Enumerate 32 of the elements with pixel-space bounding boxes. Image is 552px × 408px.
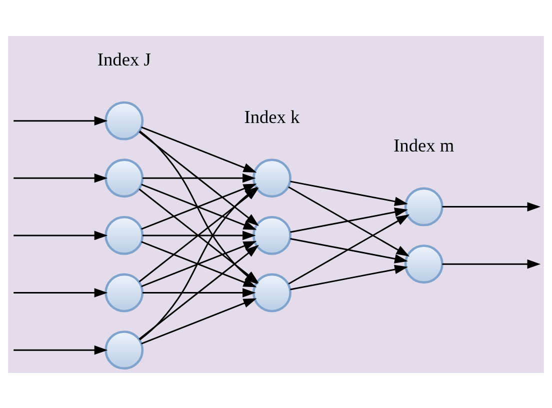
node-circle [252,158,292,198]
arrow [290,264,408,290]
arrow [442,202,541,211]
arrow [141,183,257,230]
arrow [288,186,410,256]
arrow [14,344,108,354]
node-circle [104,100,144,140]
label: Index m [394,135,454,156]
arrow [290,207,408,232]
node-circle [104,272,144,312]
arrow [288,214,410,284]
arrow [290,238,408,263]
node-circle [104,330,144,370]
node-circle [252,215,292,254]
node-circle [404,244,444,284]
arrow [142,172,256,182]
node-circle [404,186,444,226]
arrow [442,258,541,268]
node-circle [252,272,292,312]
label: Index k [244,106,300,126]
node-circle [104,215,144,254]
arrow [141,298,257,344]
arrow [142,230,256,240]
arrow [141,126,257,172]
label: Index J [97,49,151,70]
arrow [14,288,108,297]
arrow [14,230,108,240]
node-circle [104,158,144,198]
arrow [290,180,408,206]
arrow [14,116,108,125]
arrow [14,172,108,182]
arrow [142,288,256,297]
